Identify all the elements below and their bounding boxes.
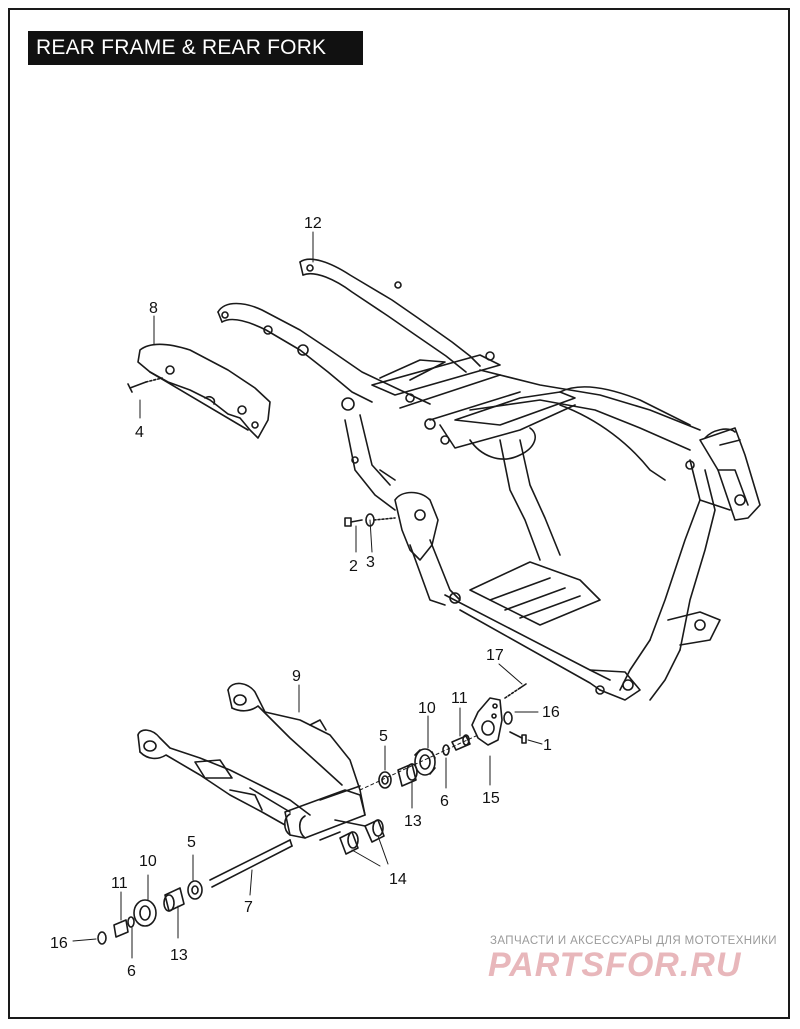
pivot-assembly-right: [359, 683, 527, 791]
main-frame: [217, 258, 761, 701]
callout-7: 7: [244, 899, 253, 916]
callout-15: 15: [482, 790, 500, 807]
callout-6-left: 6: [127, 963, 136, 980]
watermark-logo-text: PARTSFOR.RU: [488, 946, 742, 984]
leader-lines: [72, 231, 543, 959]
callout-10-right: 10: [418, 700, 436, 717]
callout-16-right: 16: [542, 704, 560, 721]
screw-part-4: [127, 377, 163, 393]
pivot-assembly-left: [97, 839, 293, 945]
callout-16-left: 16: [50, 935, 68, 952]
callout-17: 17: [486, 647, 504, 664]
callout-6-right: 6: [440, 793, 449, 810]
callout-9: 9: [292, 668, 301, 685]
diagram-border: [8, 8, 790, 1019]
callout-4: 4: [135, 424, 144, 441]
callout-11-left: 11: [111, 875, 128, 892]
fender-support-part: [137, 343, 271, 439]
callout-1: 1: [543, 737, 552, 754]
callout-labels: 12 8 4 2 3 9 17 10 11 16 5 1 6 15 13 5 1…: [50, 215, 560, 980]
callout-5-right: 5: [379, 728, 388, 745]
callout-10-left: 10: [139, 853, 157, 870]
callout-13-left: 13: [170, 947, 188, 964]
watermark-tagline: ЗАПЧАСТИ И АКСЕССУАРЫ ДЛЯ МОТОТЕХНИКИ: [490, 935, 777, 947]
callout-13-right: 13: [404, 813, 422, 830]
watermark-logo: PARTSFOR.RU: [488, 946, 742, 984]
page-title: REAR FRAME & REAR FORK: [28, 31, 363, 65]
rear-fork-swingarm: [137, 682, 366, 839]
callout-3: 3: [366, 554, 375, 571]
callout-12: 12: [304, 215, 322, 232]
callout-5-left: 5: [187, 834, 196, 851]
callout-8: 8: [149, 300, 158, 317]
callout-2: 2: [349, 558, 358, 575]
callout-14: 14: [389, 871, 407, 888]
callout-11-right: 11: [451, 690, 468, 707]
bushing-pair-14: [319, 819, 385, 855]
